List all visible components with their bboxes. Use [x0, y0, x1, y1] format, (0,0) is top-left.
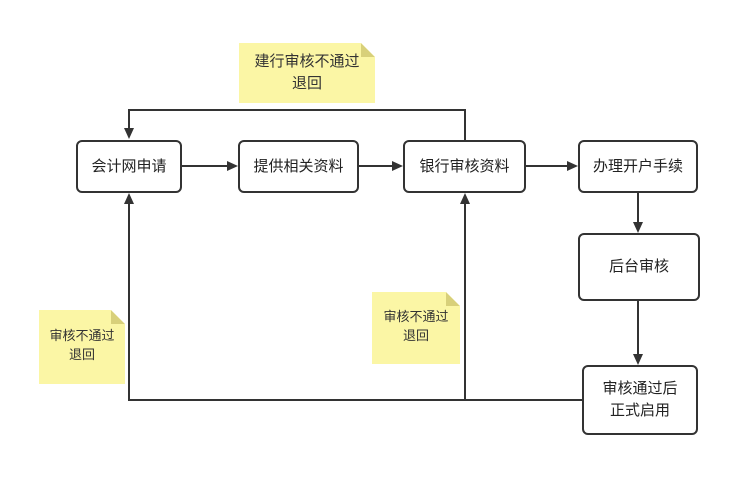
- arrowhead-backend-review: [633, 222, 643, 233]
- note-top-rejection: 建行审核不通过 退回: [239, 43, 375, 103]
- note-left-line1: 审核不通过: [49, 329, 115, 345]
- node-provide-materials: 提供相关资料: [238, 140, 359, 193]
- node-open-account: 办理开户手续: [578, 140, 698, 193]
- note-mid-line1: 审核不通过: [383, 310, 449, 326]
- return-loop-bottom-left: [128, 203, 582, 401]
- node-provide-materials-label: 提供相关资料: [253, 156, 344, 175]
- note-left-rejection: 审核不通过 退回: [39, 310, 125, 384]
- note-mid-rejection: 审核不通过 退回: [372, 292, 460, 364]
- note-mid-line2: 退回: [402, 329, 429, 344]
- note-top-line1: 建行审核不通过: [254, 52, 360, 71]
- arrowhead-provide: [227, 161, 238, 171]
- node-apply: 会计网申请: [76, 140, 182, 193]
- arrowhead-bank-review: [392, 161, 403, 171]
- arrowhead-approved: [633, 354, 643, 365]
- note-top-line2: 退回: [291, 74, 322, 92]
- node-open-account-label: 办理开户手续: [592, 156, 683, 175]
- node-bank-review-label: 银行审核资料: [419, 156, 510, 175]
- node-backend-review-label: 后台审核: [608, 257, 669, 276]
- node-approved-label-line2: 正式启用: [609, 401, 670, 419]
- node-bank-review: 银行审核资料: [403, 140, 526, 193]
- node-apply-label: 会计网申请: [91, 156, 167, 175]
- arrowhead-open-account: [567, 161, 578, 171]
- node-backend-review: 后台审核: [578, 233, 700, 301]
- node-approved-label-line1: 审核通过后: [602, 379, 678, 398]
- return-loop-top: [128, 109, 466, 140]
- arrowhead-return-left: [124, 193, 134, 204]
- note-left-line2: 退回: [68, 348, 95, 363]
- arrowhead-return-top: [124, 128, 134, 139]
- arrowhead-return-mid: [460, 193, 470, 204]
- node-approved: 审核通过后 正式启用: [582, 365, 698, 435]
